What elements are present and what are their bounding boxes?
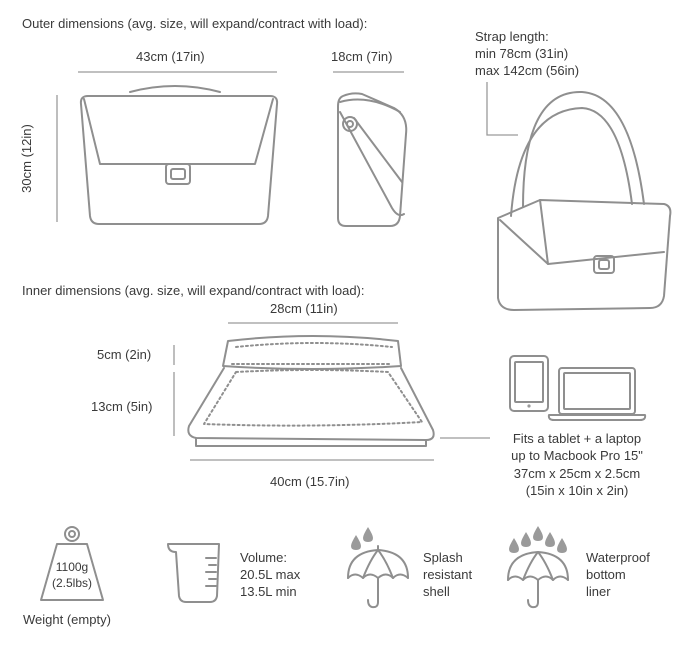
umbrella-splash-icon xyxy=(347,527,409,609)
outer-depth-label: 18cm (7in) xyxy=(331,49,393,64)
waterproof-line-3: liner xyxy=(586,584,611,599)
outer-width-label: 43cm (17in) xyxy=(136,49,205,64)
fits-line-1: Fits a tablet + a laptop xyxy=(512,431,642,446)
waterproof-line-1: Waterproof xyxy=(586,550,650,565)
volume-max: 20.5L max xyxy=(240,567,301,582)
strap-max: max 142cm (56in) xyxy=(475,63,580,78)
waterproof-line-2: bottom xyxy=(586,567,626,582)
laptop-icon xyxy=(547,367,647,421)
weight-caption: Weight (empty) xyxy=(23,612,111,627)
bag-front-icon xyxy=(79,85,279,225)
fits-line-2: up to Macbook Pro 15" xyxy=(511,448,643,463)
dimension-lines xyxy=(56,71,518,461)
weight-value-imperial: (2.5lbs) xyxy=(51,576,92,590)
inner-top-width: 28cm (11in) xyxy=(270,301,338,316)
outer-heading: Outer dimensions (avg. size, will expand… xyxy=(22,16,368,31)
measuring-cup-icon xyxy=(167,543,220,603)
umbrella-rain-icon xyxy=(507,526,569,609)
volume-label: Volume: xyxy=(240,550,287,565)
outer-height-label: 30cm (12in) xyxy=(18,124,34,193)
weight-icon xyxy=(40,526,104,601)
strap-title: Strap length: xyxy=(475,29,549,44)
strap-min: min 78cm (31in) xyxy=(475,46,569,61)
fits-line-3: 37cm x 25cm x 2.5cm xyxy=(513,466,641,481)
bag-side-icon xyxy=(337,92,408,227)
volume-min: 13.5L min xyxy=(240,584,297,599)
bag-strap-icon xyxy=(497,90,672,311)
fits-line-4: (15in x 10in x 2in) xyxy=(525,483,629,498)
inner-bottom-width: 40cm (15.7in) xyxy=(270,474,350,489)
inner-main-height: 13cm (5in) xyxy=(91,399,153,414)
splash-line-2: resistant xyxy=(423,567,473,582)
bag-open-icon xyxy=(187,335,435,447)
splash-line-1: Splash xyxy=(423,550,463,565)
tablet-icon xyxy=(509,355,549,412)
inner-heading: Inner dimensions (avg. size, will expand… xyxy=(22,283,365,298)
splash-line-3: shell xyxy=(423,584,450,599)
inner-top-height: 5cm (2in) xyxy=(97,347,152,362)
weight-value: 1100g xyxy=(55,560,89,574)
